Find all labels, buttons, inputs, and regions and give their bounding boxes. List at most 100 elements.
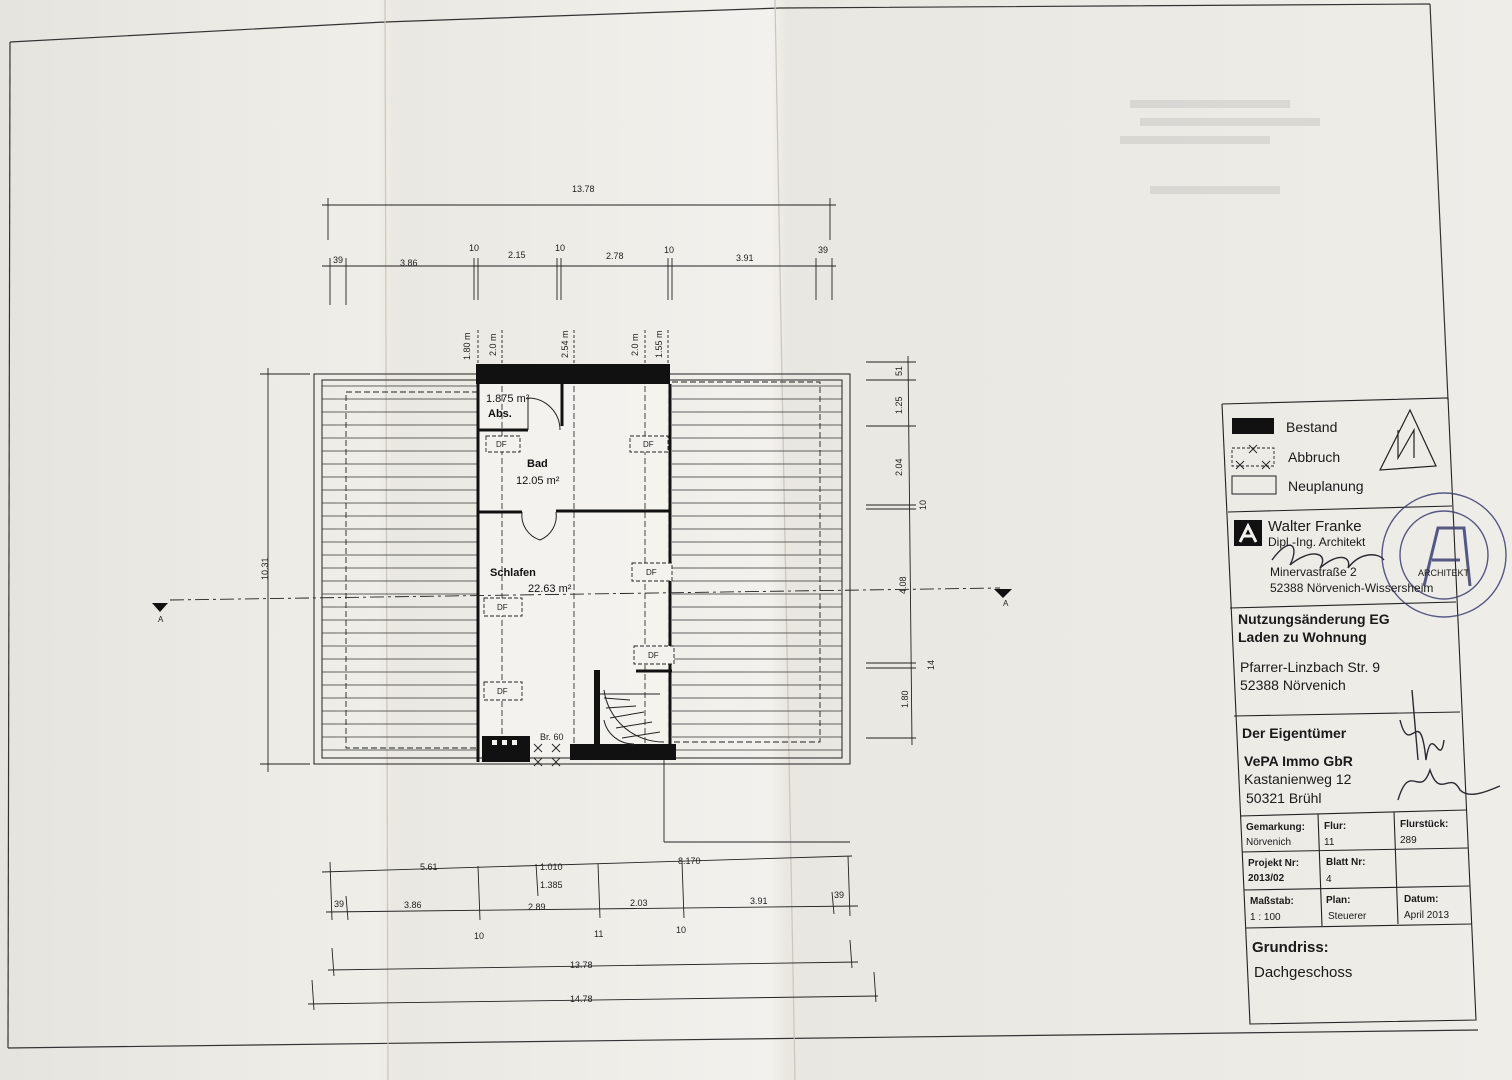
blatt-label: Blatt Nr: bbox=[1326, 857, 1365, 868]
demolition-marks bbox=[533, 743, 561, 767]
dim-bot-8170: 8.170 bbox=[678, 856, 701, 866]
legend-bestand-label: Bestand bbox=[1286, 419, 1337, 435]
left-dimension bbox=[260, 368, 310, 772]
blatt-value: 4 bbox=[1326, 874, 1332, 885]
dim-top-10b: 10 bbox=[555, 243, 565, 253]
door-swings bbox=[521, 397, 561, 541]
h-155: 1.55 m bbox=[654, 330, 664, 358]
dim-top-386: 3.86 bbox=[400, 258, 418, 268]
dim-bot-39a: 39 bbox=[334, 899, 344, 909]
architect-title: Dipl.-Ing. Architekt bbox=[1268, 535, 1366, 549]
dim-bot-10a: 10 bbox=[474, 931, 484, 941]
projekt-value: 2013/02 bbox=[1248, 873, 1285, 884]
abs-area: 1.875 m² bbox=[486, 393, 530, 405]
right-dimensions bbox=[866, 355, 916, 746]
dim-top-10a: 10 bbox=[469, 243, 479, 253]
h-20a: 2.0 m bbox=[488, 333, 498, 356]
dim-bot-289: 2.89 bbox=[528, 902, 546, 912]
section-label-left: A bbox=[158, 615, 164, 624]
datum-label: Datum: bbox=[1404, 894, 1438, 905]
dim-bot-391: 3.91 bbox=[750, 896, 768, 906]
dim-right-14: 14 bbox=[926, 660, 936, 670]
dim-bot-561: 5.61 bbox=[420, 862, 438, 872]
project-title-2: Laden zu Wohnung bbox=[1238, 629, 1367, 645]
dim-top-39a: 39 bbox=[333, 255, 343, 265]
dormer-boxes bbox=[483, 435, 675, 701]
architect-stamp bbox=[1381, 492, 1507, 618]
height-markers bbox=[477, 330, 669, 364]
bottom-dimensions bbox=[307, 760, 879, 1011]
dim-bot-1010: 1.010 bbox=[540, 862, 563, 872]
df-label-2: DF bbox=[643, 440, 654, 449]
dim-bot-39b: 39 bbox=[834, 890, 844, 900]
dim-right-125: 1.25 bbox=[894, 396, 904, 414]
section-arrow-right bbox=[994, 589, 1012, 598]
legend-abbruch-crosses bbox=[1235, 444, 1271, 470]
grundriss-label: Grundriss: bbox=[1252, 939, 1329, 956]
grundriss-value: Dachgeschoss bbox=[1254, 964, 1352, 981]
faded-print-through bbox=[1120, 100, 1320, 194]
architect-city: 52388 Nörvenich-Wissersheim bbox=[1270, 581, 1433, 595]
df-label-1: DF bbox=[496, 440, 507, 449]
flurstueck-value: 289 bbox=[1400, 835, 1417, 846]
owner-street: Kastanienweg 12 bbox=[1244, 771, 1352, 787]
chimney-vents bbox=[492, 740, 517, 745]
dim-left-1031: 10.31 bbox=[260, 557, 270, 580]
dim-bot-203: 2.03 bbox=[630, 898, 648, 908]
legend-neuplanung-swatch bbox=[1231, 475, 1277, 495]
title-block bbox=[1221, 397, 1477, 1025]
roof-hatch-right bbox=[672, 385, 842, 751]
bad-area: 12.05 m² bbox=[516, 475, 560, 487]
abs-name: Abs. bbox=[488, 408, 512, 420]
bad-name: Bad bbox=[527, 458, 548, 470]
plan-label: Plan: bbox=[1326, 895, 1350, 906]
section-line bbox=[169, 587, 1001, 601]
roof-hatch-left bbox=[322, 385, 478, 751]
section-arrow-left bbox=[152, 603, 168, 612]
architect-logo bbox=[1234, 520, 1262, 546]
dim-top-278: 2.78 bbox=[606, 251, 624, 261]
top-dimensions bbox=[322, 198, 836, 305]
df-label-4: DF bbox=[497, 603, 508, 612]
dim-top-10c: 10 bbox=[664, 245, 674, 255]
project-title-1: Nutzungsänderung EG bbox=[1238, 611, 1390, 627]
owner-company: VePA Immo GbR bbox=[1244, 753, 1353, 769]
owner-label: Der Eigentümer bbox=[1242, 725, 1347, 741]
massstab-value: 1 : 100 bbox=[1250, 912, 1281, 923]
walls-existing bbox=[476, 364, 676, 762]
gemarkung-value: Nörvenich bbox=[1246, 837, 1291, 848]
owner-signature bbox=[1397, 689, 1501, 801]
projekt-label: Projekt Nr: bbox=[1248, 858, 1299, 869]
schlafen-area: 22.63 m² bbox=[528, 583, 572, 595]
fold-lines bbox=[384, 0, 796, 1080]
project-city: 52388 Nörvenich bbox=[1240, 677, 1346, 693]
gemarkung-label: Gemarkung: bbox=[1246, 822, 1305, 833]
architect-name: Walter Franke bbox=[1268, 518, 1362, 535]
dim-top-391: 3.91 bbox=[736, 253, 754, 263]
dim-bot-1385: 1.385 bbox=[540, 880, 563, 890]
h-180: 1.80 m bbox=[462, 332, 472, 360]
plan-value: Steuerer bbox=[1328, 911, 1367, 922]
project-street: Pfarrer-Linzbach Str. 9 bbox=[1240, 659, 1380, 675]
br60-label: Br. 60 bbox=[540, 732, 564, 742]
dim-right-51: 51 bbox=[894, 366, 904, 376]
dim-right-408: 4.08 bbox=[898, 576, 908, 594]
legend-abbruch-label: Abbruch bbox=[1288, 449, 1340, 465]
section-label-right: A bbox=[1003, 599, 1009, 608]
flur-label: Flur: bbox=[1324, 821, 1346, 832]
stamp-center-text: ARCHITEKT bbox=[1418, 568, 1470, 578]
dim-right-10: 10 bbox=[918, 500, 928, 510]
dim-bot-10b: 10 bbox=[676, 925, 686, 935]
massstab-label: Maßstab: bbox=[1250, 896, 1294, 907]
dim-top-215: 2.15 bbox=[508, 250, 526, 260]
flur-value: 11 bbox=[1324, 837, 1335, 848]
datum-value: April 2013 bbox=[1404, 910, 1449, 921]
dim-bot-386: 3.86 bbox=[404, 900, 422, 910]
h-20b: 2.0 m bbox=[630, 333, 640, 356]
architect-street: Minervastraße 2 bbox=[1270, 565, 1357, 579]
spiral-stair bbox=[600, 689, 665, 745]
legend-neuplanung-label: Neuplanung bbox=[1288, 478, 1364, 494]
df-label-5: DF bbox=[648, 651, 659, 660]
architect-signature bbox=[1271, 544, 1385, 569]
